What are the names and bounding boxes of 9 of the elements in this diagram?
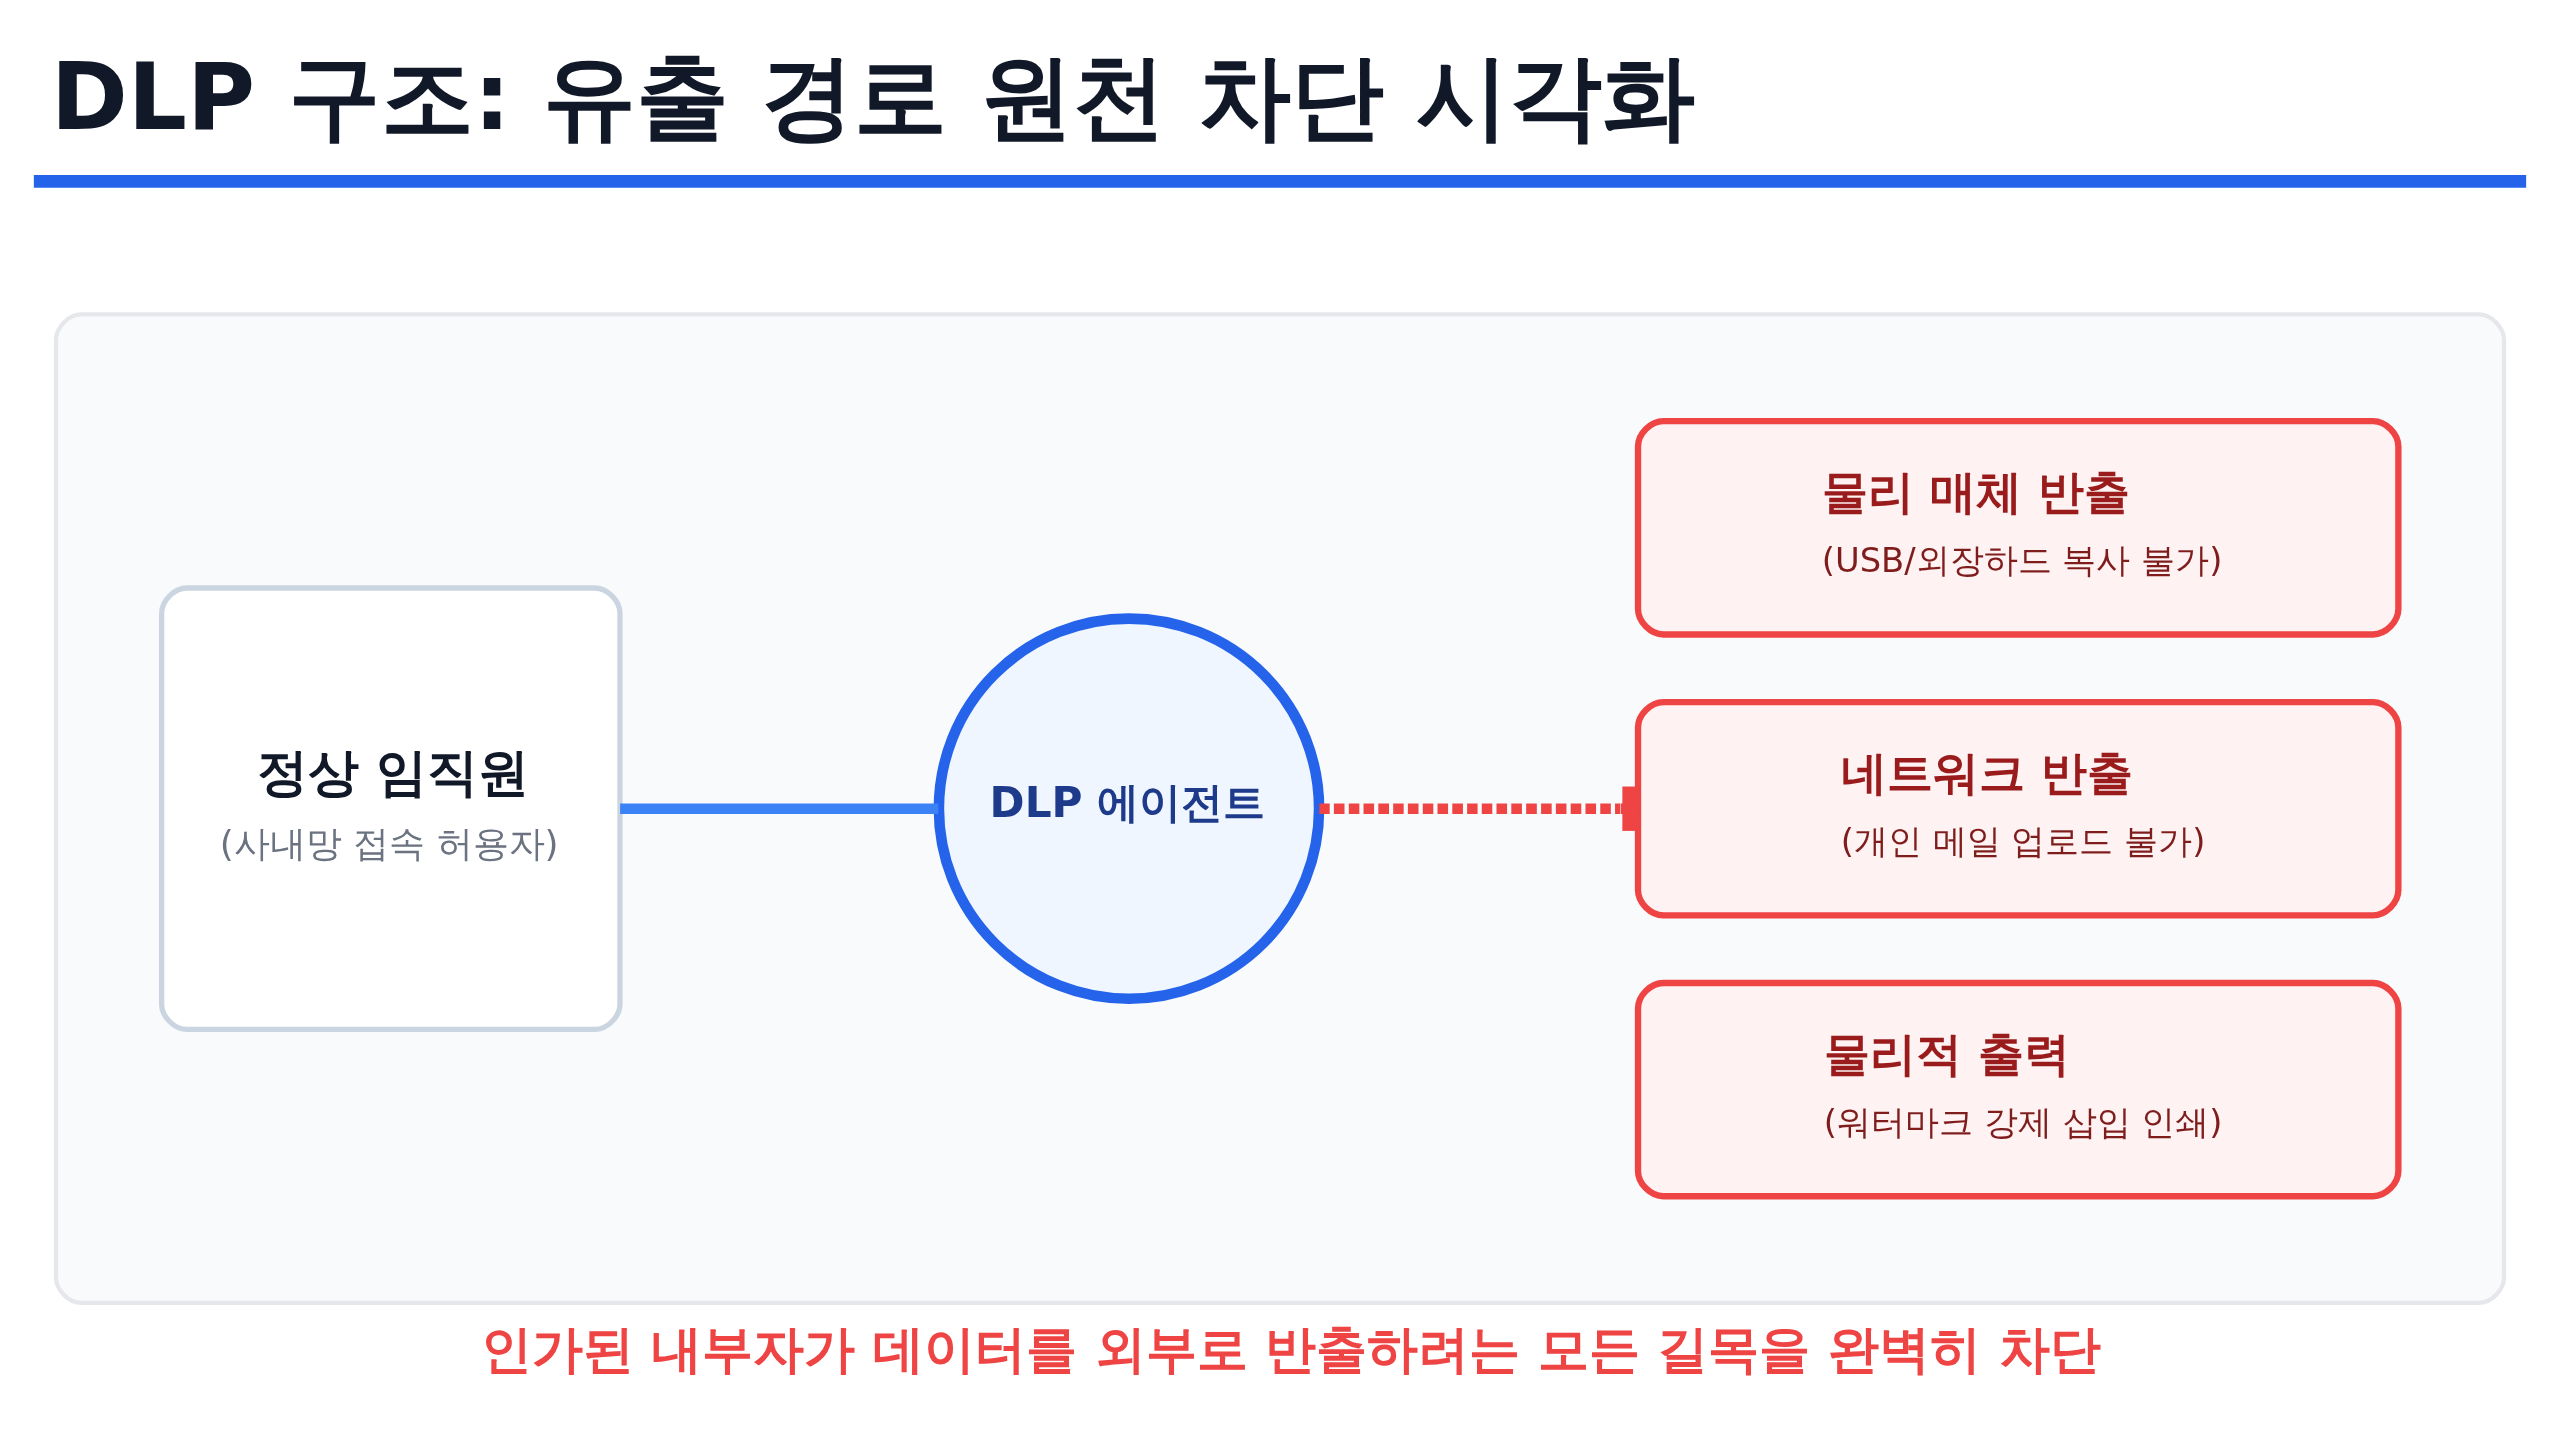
- connector: [620, 803, 939, 814]
- node-box: 네트워크 반출 (개인 메일 업로드 불가): [1634, 698, 2402, 919]
- cluster: [53, 312, 2507, 1306]
- caption: 인가된 내부자가 데이터를 외부로 반출하려는 모든 길목을 완벽히 차단: [480, 1319, 2101, 1379]
- node-circle: DLP 에이전트: [933, 613, 1325, 1005]
- diagram-title: DLP 구조: 유출 경로 원천 차단 시각화: [50, 43, 1696, 152]
- node-box: 정상 임직원 (사내망 접속 허용자): [159, 585, 623, 1033]
- node-box: 물리 매체 반출 (USB/외장하드 복사 불가): [1634, 417, 2402, 638]
- node-box: 물리적 출력 (워터마크 강제 삽입 인쇄): [1634, 979, 2402, 1200]
